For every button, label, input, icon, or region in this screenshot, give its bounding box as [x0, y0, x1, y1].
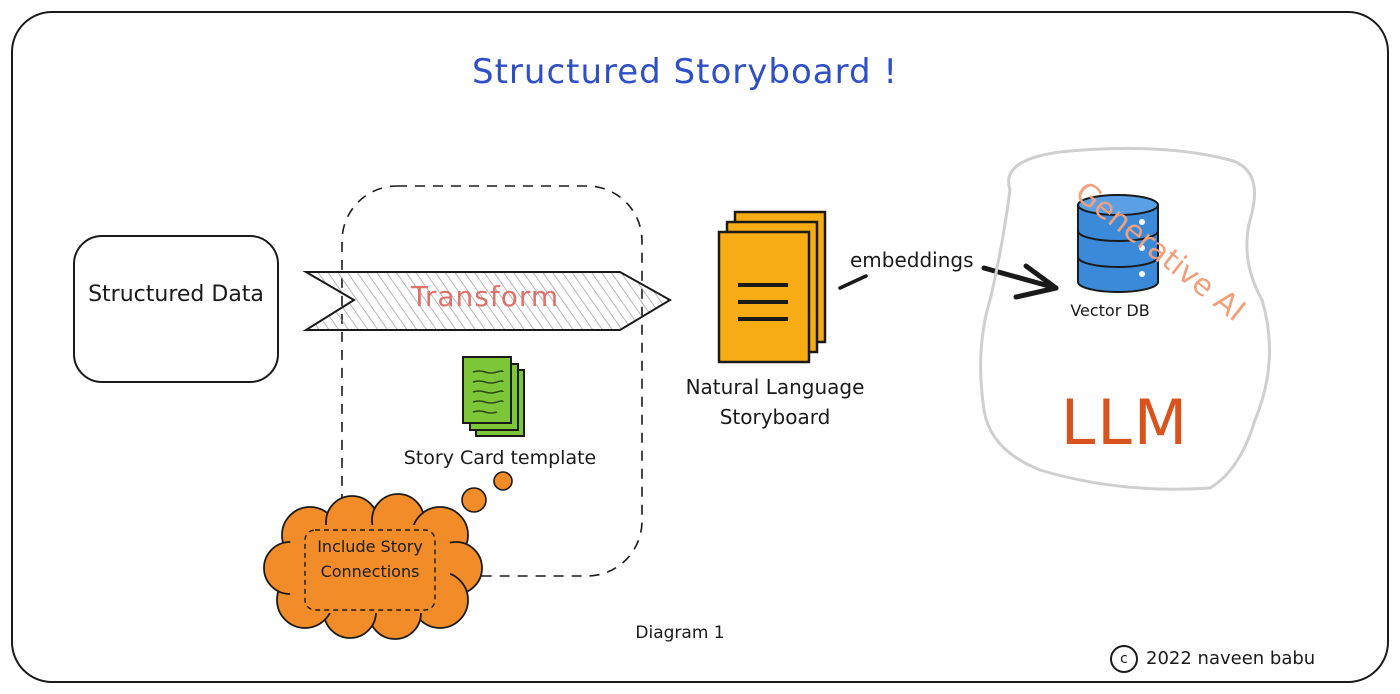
copyright-icon: c [1110, 645, 1138, 673]
structured-data-box [73, 235, 279, 383]
story-card-template-label: Story Card template [403, 447, 597, 469]
thought-bubble-large [461, 487, 487, 513]
vector-db-icon [1077, 194, 1159, 293]
story-card-template-icon [462, 356, 525, 437]
structured-data-label: Structured Data [88, 282, 264, 307]
vector-db-label: Vector DB [1070, 301, 1150, 320]
storyboard-documents-icon [717, 210, 827, 364]
diagram-caption: Diagram 1 [635, 623, 725, 643]
transform-dashed-container [341, 185, 643, 577]
thought-cloud-inner-frame [304, 529, 436, 611]
embeddings-connector-tail [838, 274, 868, 290]
storyboard-label: Natural Language Storyboard [685, 375, 865, 429]
copyright-notice: c 2022 naveen babu [1110, 645, 1315, 673]
generative-ai-boundary [979, 146, 1272, 491]
transform-arrow [302, 271, 672, 331]
transform-label: Transform [410, 280, 560, 313]
copyright-text: 2022 naveen babu [1146, 648, 1316, 669]
embeddings-label: embeddings [850, 248, 974, 272]
outer-frame [11, 11, 1389, 683]
llm-label: LLM [1060, 386, 1190, 459]
thought-bubble-small [493, 471, 513, 491]
diagram-title: Structured Storyboard ! [472, 52, 898, 92]
thought-cloud-label: Include Story Connections [317, 537, 423, 581]
